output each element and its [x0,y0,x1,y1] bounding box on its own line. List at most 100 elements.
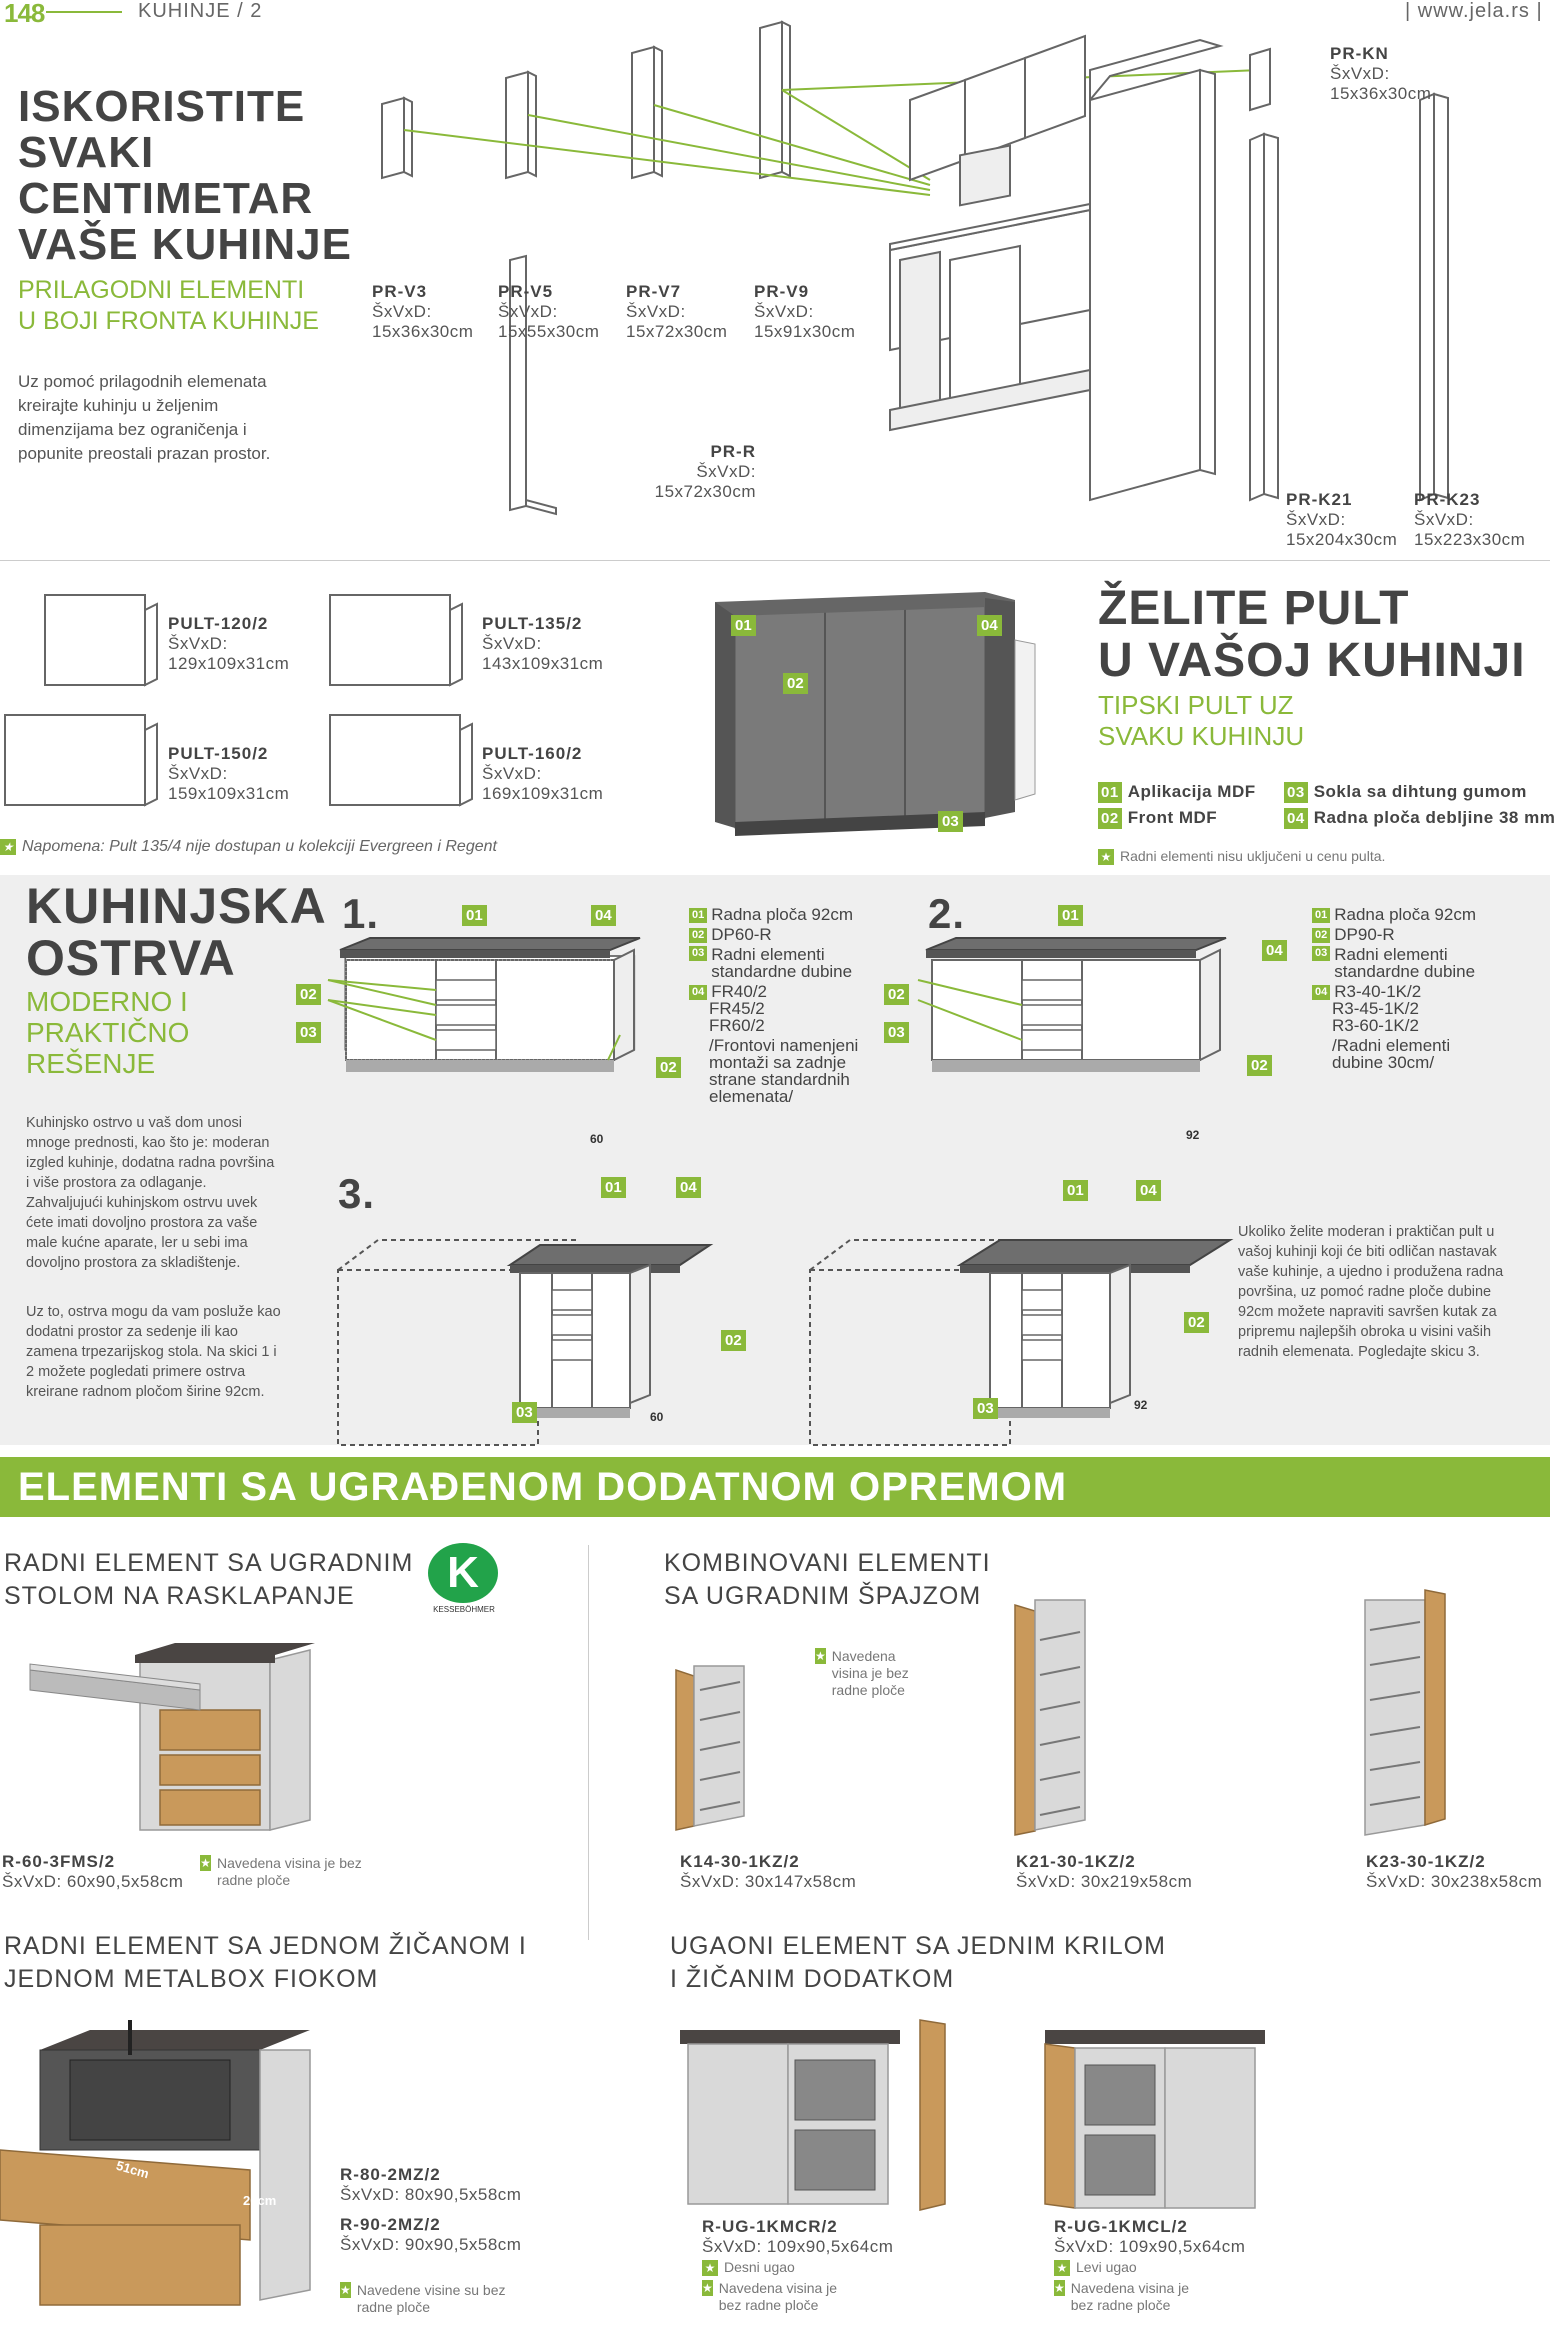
sketch-2-drawing [917,937,1227,1072]
table-element-photo [29,1643,315,1831]
pult-tag-03: 03 [938,811,963,832]
pult-title: ŽELITE PULT U VAŠOJ KUHINJI [1098,582,1526,687]
star-icon: ★ [1098,849,1114,866]
equipment-banner: ELEMENTI SA UGRAĐENOM DODATNOM OPREMOM [0,1457,1550,1517]
sketch-1-tag-01: 01 [462,905,487,926]
sketch-3-right-tag-04: 04 [1136,1180,1161,1201]
sketch-2-number: 2. [928,890,966,937]
island-text-2: Uz to, ostrva mogu da vam posluže kao do… [26,1304,281,1400]
pult-120: PULT-120/2 ŠxVxD: 129x109x31cm [168,614,290,673]
drawer-element-title: RADNI ELEMENT SA JEDNOM ŽIČANOM I JEDNOM… [4,1932,527,1993]
sketch-2-tag-02b: 02 [1247,1055,1272,1076]
panel-pr-kn: PR-KN ŠxVxD: 15x36x30cm [1330,44,1432,103]
sketch-3-right-dim: 92 [1134,1398,1148,1412]
intro-text: Uz pomoć prilagodnih elemenata kreirajte… [18,372,271,463]
star-icon: ★ [0,838,16,855]
drawer-element-note: ★Navedene visine su bez radne ploče [340,2282,506,2315]
vertical-divider [588,1545,589,1940]
sketch-3-right-tag-01: 01 [1063,1180,1088,1201]
sketch-3-number: 3. [338,1170,376,1217]
corner-element-photos [680,2019,1265,2211]
pult-tag-01: 01 [731,615,756,636]
pantry-k14: K14-30-1KZ/2 ŠxVxD: 30x147x58cm [680,1852,857,1891]
island-title: KUHINJSKA OSTRVA [26,878,327,986]
sketch-3-left-drawing [337,1239,714,1446]
sketch-3-left-tag-01: 01 [601,1177,626,1198]
pult-drawings [4,594,473,807]
sketch-3-left-tag-04: 04 [676,1177,701,1198]
sketch-1-tag-02: 02 [296,984,321,1005]
sketch-1-tag-03: 03 [296,1022,321,1043]
sketch-2-tag-04: 04 [1262,940,1287,961]
panel-pr-v9: PR-V9 ŠxVxD: 15x91x30cm [754,282,856,341]
star-icon: ★ [200,1855,212,1871]
equipment-banner-title: ELEMENTI SA UGRAĐENOM DODATNOM OPREMOM [18,1465,1068,1509]
star-icon: ★ [1054,2260,1070,2277]
island-subtitle: MODERNO I PRAKTIČNO REŠENJE [26,986,190,1079]
logo-mark: K [428,1543,498,1603]
pult-135: PULT-135/2 ŠxVxD: 143x109x31cm [482,614,604,673]
sketch-3-left-tag-02: 02 [721,1330,746,1351]
table-element-title: RADNI ELEMENT SA UGRADNIM STOLOM NA RASK… [4,1549,414,1610]
drawer-element-photo [0,2020,311,2306]
island-band [0,875,1550,1445]
section-label: KUHINJE / 2 [138,0,263,22]
page-header: 148 KUHINJE / 2 | www.jela.rs | [0,0,1550,30]
pult-150: PULT-150/2 ŠxVxD: 159x109x31cm [168,744,290,803]
star-icon: ★ [815,1648,826,1664]
pantry-k23: K23-30-1KZ/2 ŠxVxD: 30x238x58cm [1366,1852,1543,1891]
pult-tag-04: 04 [977,615,1002,636]
intro-subtitle: PRILAGODNI ELEMENTI U BOJI FRONTA KUHINJ… [18,276,319,335]
website[interactable]: | www.jela.rs | [1405,0,1543,22]
pult-tag-02: 02 [783,673,808,694]
panel-pr-r: PR-R ŠxVxD: 15x72x30cm [654,442,756,501]
sketch-3-right-tag-03: 03 [973,1398,998,1419]
panel-pr-v7: PR-V7 ŠxVxD: 15x72x30cm [626,282,728,341]
sketch-2-tag-03: 03 [884,1022,909,1043]
island-text-1: Kuhinjsko ostrvo u vaš dom unosi mnoge p… [26,1115,275,1271]
pantry-title: KOMBINOVANI ELEMENTI SA UGRADNIM ŠPAJZOM [664,1549,991,1610]
corner-element-title: UGAONI ELEMENT SA JEDNIM KRILOM I ŽIČANI… [670,1932,1166,1993]
corner-element-right: R-UG-1KMCR/2 ŠxVxD: 109x90,5x64cm ★Desni… [702,2217,894,2314]
sketch-2-dim: 92 [1186,1128,1200,1142]
pantry-note: ★Navedena visina je bez radne ploče [815,1648,909,1698]
pult-subtitle: TIPSKI PULT UZ SVAKU KUHINJU [1098,690,1305,751]
corner-element-left: R-UG-1KMCL/2 ŠxVxD: 109x90,5x64cm ★Levi … [1054,2217,1246,2314]
sketch-3-right-tag-02: 02 [1184,1312,1209,1333]
table-element-info: R-60-3FMS/2 ŠxVxD: 60x90,5x58cm [2,1852,184,1891]
divider [0,560,1550,561]
page-number: 148 [4,0,45,28]
header-rule [46,11,122,13]
island-text-3: Ukoliko želite moderan i praktičan pult … [1238,1224,1504,1360]
pult-160: PULT-160/2 ŠxVxD: 169x109x31cm [482,744,604,803]
star-icon: ★ [702,2280,713,2297]
kesseboehmer-logo: K KESSEBÖHMER [428,1543,500,1623]
sketch-1-tag-04: 04 [591,905,616,926]
sketch-1-dim: 60 [590,1132,604,1146]
pult-note: ★Napomena: Pult 135/4 nije dostupan u ko… [0,838,497,855]
sketch-3-right-drawing [809,1239,1234,1446]
pult-render [715,592,1036,836]
sketch-3-left-tag-03: 03 [512,1402,537,1423]
intro-title: ISKORISTITE SVAKI CENTIMETAR VAŠE KUHINJ… [18,82,352,269]
panel-pr-v3: PR-V3 ŠxVxD: 15x36x30cm [372,282,474,341]
sketch-2-tag-02: 02 [884,984,909,1005]
pantry-photos [675,1589,1446,1836]
pult-price-note: ★Radni elementi nisu uključeni u cenu pu… [1098,848,1385,866]
panel-pr-k23: PR-K23 ŠxVxD: 15x223x30cm [1414,490,1526,549]
star-icon: ★ [702,2260,718,2277]
panel-pr-v5: PR-V5 ŠxVxD: 15x55x30cm [498,282,600,341]
drawer-dim-height: 20cm [243,2193,277,2208]
star-icon: ★ [1054,2280,1065,2297]
drawer-element-info: R-80-2MZ/2 ŠxVxD: 80x90,5x58cm R-90-2MZ/… [340,2165,522,2254]
sketch-1-number: 1. [342,890,380,937]
pantry-k21: K21-30-1KZ/2 ŠxVxD: 30x219x58cm [1016,1852,1193,1891]
sketch-3-left-dim: 60 [650,1410,664,1424]
sketch-1-tag-02b: 02 [656,1057,681,1078]
sketch-2-tag-01: 01 [1058,905,1083,926]
panel-pr-k21: PR-K21 ŠxVxD: 15x204x30cm [1286,490,1398,549]
table-element-note: ★Navedena visina je bez radne ploče [200,1855,362,1888]
star-icon: ★ [340,2282,351,2298]
